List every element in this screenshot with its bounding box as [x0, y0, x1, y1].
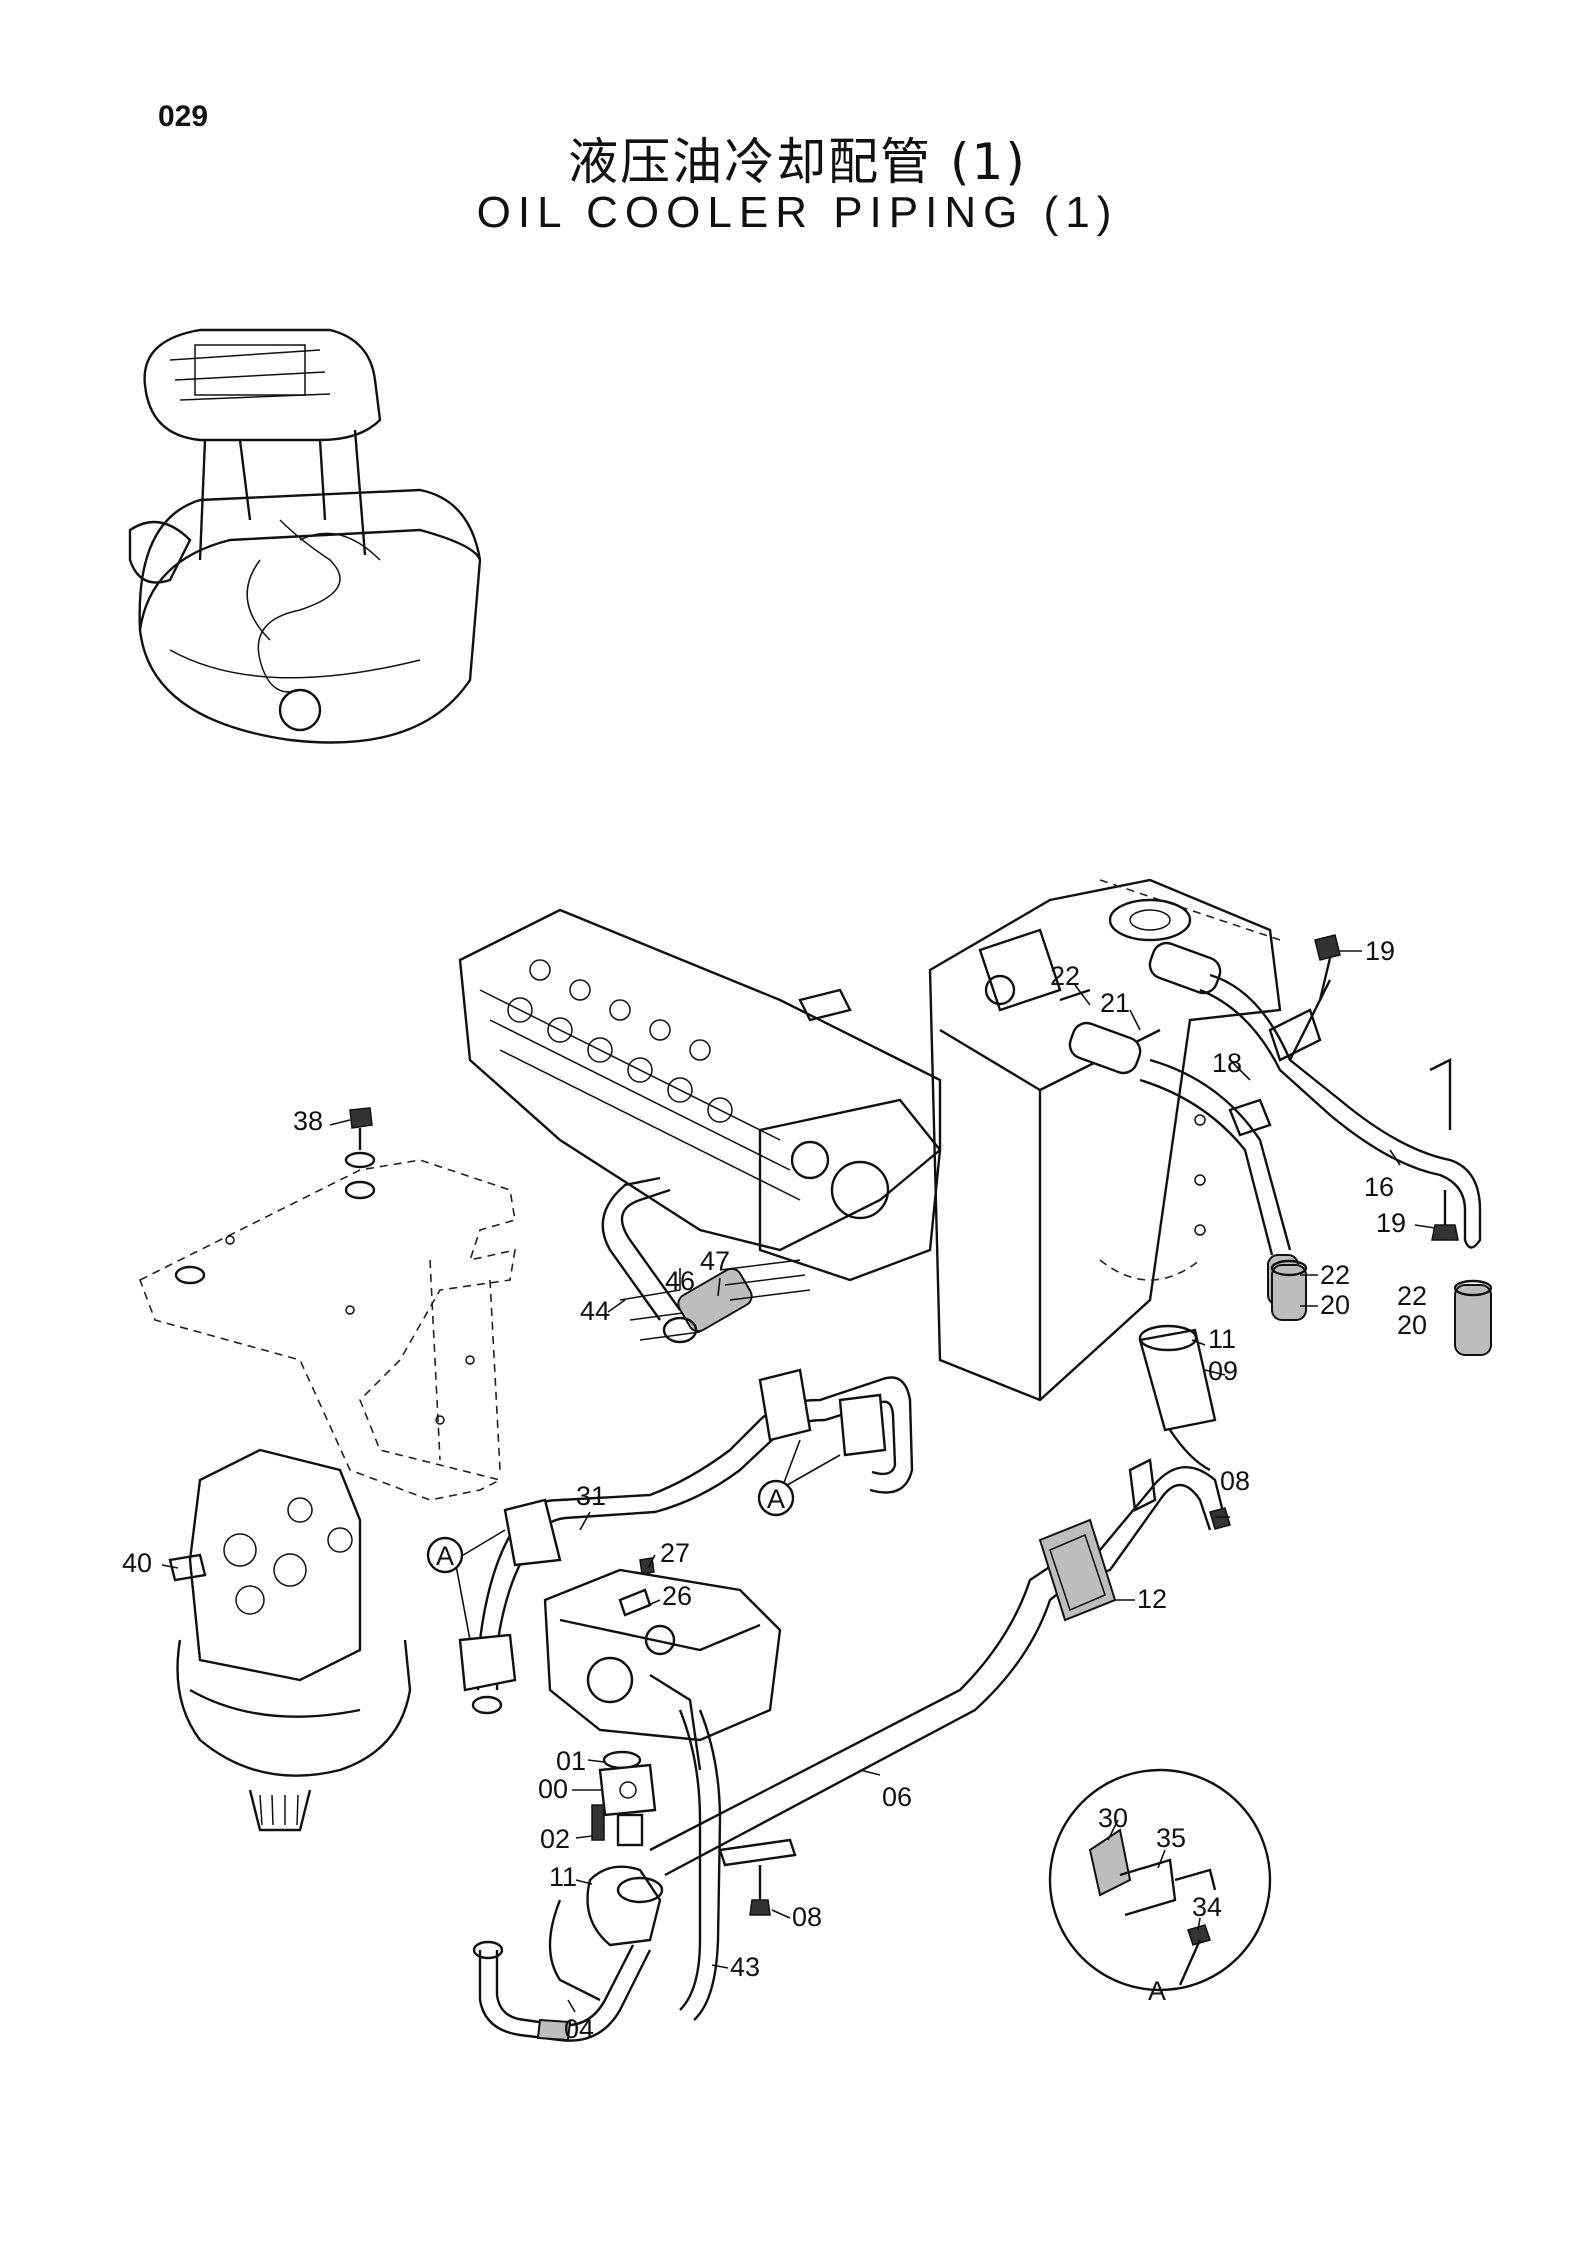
hydraulic-pump-26-27 — [543, 1557, 782, 1771]
callout-40: 40 — [122, 1548, 152, 1578]
filter-22-20-installed — [1270, 1259, 1308, 1321]
bracket-08-lower — [718, 1838, 797, 1916]
elbow-fitting-09-11 — [1138, 1324, 1217, 1472]
section-marker-a-right: A — [757, 1479, 795, 1517]
callout-12: 12 — [1137, 1584, 1167, 1614]
callout-09: 09 — [1208, 1356, 1238, 1386]
callout-02: 02 — [540, 1824, 570, 1854]
fitting-46-47 — [662, 1259, 811, 1344]
title-english: OIL COOLER PIPING (1) — [476, 188, 1119, 237]
section-marker-a-left: A — [426, 1536, 464, 1574]
callout-11-lower: 11 — [549, 1862, 577, 1892]
swing-motor-40 — [168, 1448, 412, 1832]
callout-31: 31 — [576, 1481, 606, 1511]
callout-22-installed: 22 — [1320, 1260, 1350, 1290]
machine-overview-illustration — [128, 328, 482, 744]
detail-a-label: A — [1148, 1976, 1166, 2006]
bolt-19-lower — [1431, 1190, 1459, 1241]
callout-00: 00 — [538, 1774, 568, 1804]
hose-43 — [678, 1709, 722, 2021]
callout-47: 47 — [700, 1246, 730, 1276]
floor-plate — [138, 1159, 516, 1501]
callout-11-upper: 11 — [1208, 1324, 1236, 1354]
title-chinese: 液压油冷却配管 (1) — [568, 133, 1027, 191]
clamp-a-left — [458, 1498, 562, 1715]
clamp-a-upper — [758, 1368, 887, 1457]
callout-26: 26 — [662, 1581, 692, 1611]
control-valve-block — [458, 908, 942, 1282]
leader-lines — [161, 950, 1436, 2013]
hose-04 — [472, 1940, 652, 2042]
oil-cooler-radiator — [928, 878, 1282, 1402]
callout-08-lower: 08 — [792, 1902, 822, 1932]
callout-22-loose: 22 — [1397, 1281, 1427, 1311]
detail-a-callout-circle — [1048, 1768, 1272, 1992]
marker-a-left-label: A — [436, 1541, 454, 1571]
callout-22-top: 22 — [1050, 961, 1080, 991]
detail-a-label-text: A — [1148, 1976, 1166, 2006]
marker-a-right-label: A — [767, 1484, 785, 1514]
elbow-fitting-11-lower — [548, 1865, 664, 2002]
callout-27: 27 — [660, 1538, 690, 1568]
callout-08-top: 08 — [1220, 1466, 1250, 1496]
hoses-21-22 — [1068, 941, 1482, 1306]
bolt-19-top — [1314, 934, 1341, 1001]
callout-labels: 19 22 21 18 16 19 22 20 22 20 11 09 38 4… — [122, 936, 1427, 2044]
callout-21: 21 — [1100, 988, 1130, 1018]
hose-44 — [601, 1176, 701, 1341]
callout-30: 30 — [1098, 1803, 1128, 1833]
callout-19-top: 19 — [1365, 936, 1395, 966]
flange-gasket-12 — [1038, 1518, 1117, 1622]
callout-44: 44 — [580, 1296, 610, 1326]
bracket-08-top — [1128, 1458, 1231, 1530]
callout-38: 38 — [293, 1106, 323, 1136]
callout-06: 06 — [882, 1782, 912, 1812]
flange-00-01-02 — [591, 1750, 657, 1847]
filter-22-20-loose — [1453, 1279, 1493, 1356]
callout-01: 01 — [556, 1746, 586, 1776]
callout-16: 16 — [1364, 1172, 1394, 1202]
callout-34: 34 — [1192, 1892, 1222, 1922]
clamp-brackets-16-18 — [1228, 979, 1452, 1137]
callout-18: 18 — [1212, 1048, 1242, 1078]
callout-20-installed: 20 — [1320, 1290, 1350, 1320]
callout-20-loose: 20 — [1397, 1310, 1427, 1340]
page-number: 029 — [158, 100, 209, 133]
bolt-38 — [344, 1107, 376, 1169]
callout-19-lower: 19 — [1376, 1208, 1406, 1238]
callout-35: 35 — [1156, 1823, 1186, 1853]
pipe-06 — [649, 1466, 1227, 1877]
callout-46: 46 — [665, 1266, 695, 1296]
callout-43: 43 — [730, 1952, 760, 1982]
callout-04: 04 — [564, 2014, 594, 2044]
